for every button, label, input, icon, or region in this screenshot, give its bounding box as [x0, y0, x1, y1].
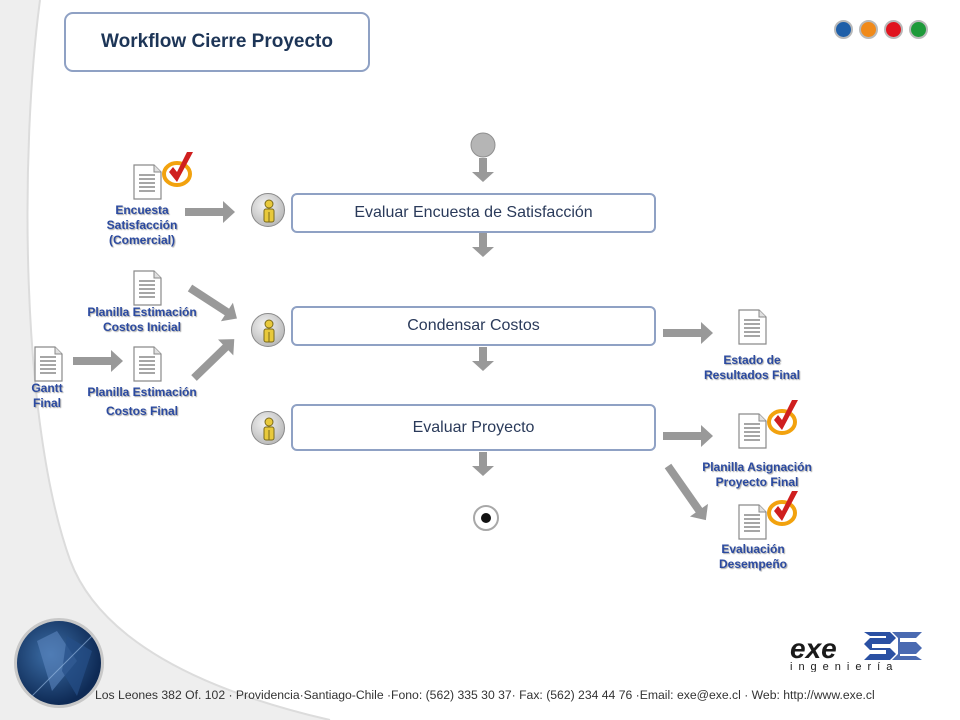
doc-label-planilla-final: Planilla Estimación Costos Final — [87, 385, 197, 418]
arrow-icon — [472, 452, 494, 476]
globe-image — [14, 618, 104, 708]
document-icon — [34, 346, 63, 382]
arrow-icon — [187, 284, 237, 322]
document-icon — [738, 504, 767, 540]
doc-label-evaluacion: Evaluación Desempeño — [718, 542, 788, 571]
arrow-icon — [663, 322, 713, 344]
arrow-icon — [472, 158, 494, 182]
document-icon — [738, 309, 767, 345]
dot-green — [909, 20, 928, 39]
arrow-icon — [664, 463, 708, 521]
document-icon — [133, 164, 162, 200]
document-icon — [133, 346, 162, 382]
document-icon — [133, 270, 162, 306]
actor-icon — [251, 313, 285, 347]
arrow-icon — [191, 339, 235, 381]
color-dots — [834, 20, 928, 39]
title-box: Workflow Cierre Proyecto — [64, 12, 370, 72]
doc-label-gantt: Gantt Final — [31, 381, 63, 410]
arrow-icon — [472, 347, 494, 371]
doc-label-planilla-inicial: Planilla Estimación Costos Inicial — [87, 305, 197, 334]
process-evaluar-encuesta[interactable]: Evaluar Encuesta de Satisfacción — [291, 193, 656, 233]
arrow-icon — [472, 233, 494, 257]
page-title: Workflow Cierre Proyecto — [101, 31, 333, 52]
end-node-icon — [473, 505, 499, 531]
exe-logo: exe ingeniería — [790, 632, 922, 672]
dot-blue — [834, 20, 853, 39]
actor-icon — [251, 193, 285, 227]
doc-label-estado: Estado de Resultados Final — [703, 353, 801, 382]
document-icon — [738, 413, 767, 449]
process-evaluar-proyecto[interactable]: Evaluar Proyecto — [291, 404, 656, 451]
dot-red — [884, 20, 903, 39]
process-condensar-costos[interactable]: Condensar Costos — [291, 306, 656, 346]
checkmark-icon — [767, 398, 800, 435]
svg-text:ingeniería: ingeniería — [790, 661, 898, 672]
footer-contact: Los Leones 382 Of. 102 · Providencia·San… — [95, 688, 875, 702]
arrow-icon — [663, 425, 713, 447]
svg-text:exe: exe — [790, 633, 837, 664]
arrow-icon — [185, 201, 235, 223]
doc-label-encuesta: Encuesta Satisfacción (Comercial) — [106, 203, 178, 247]
start-node-icon — [470, 132, 496, 158]
doc-label-asignacion: Planilla Asignación Proyecto Final — [702, 460, 812, 489]
arrow-icon — [73, 350, 123, 372]
checkmark-icon — [162, 150, 195, 187]
checkmark-icon — [767, 489, 800, 526]
dot-orange — [859, 20, 878, 39]
actor-icon — [251, 411, 285, 445]
